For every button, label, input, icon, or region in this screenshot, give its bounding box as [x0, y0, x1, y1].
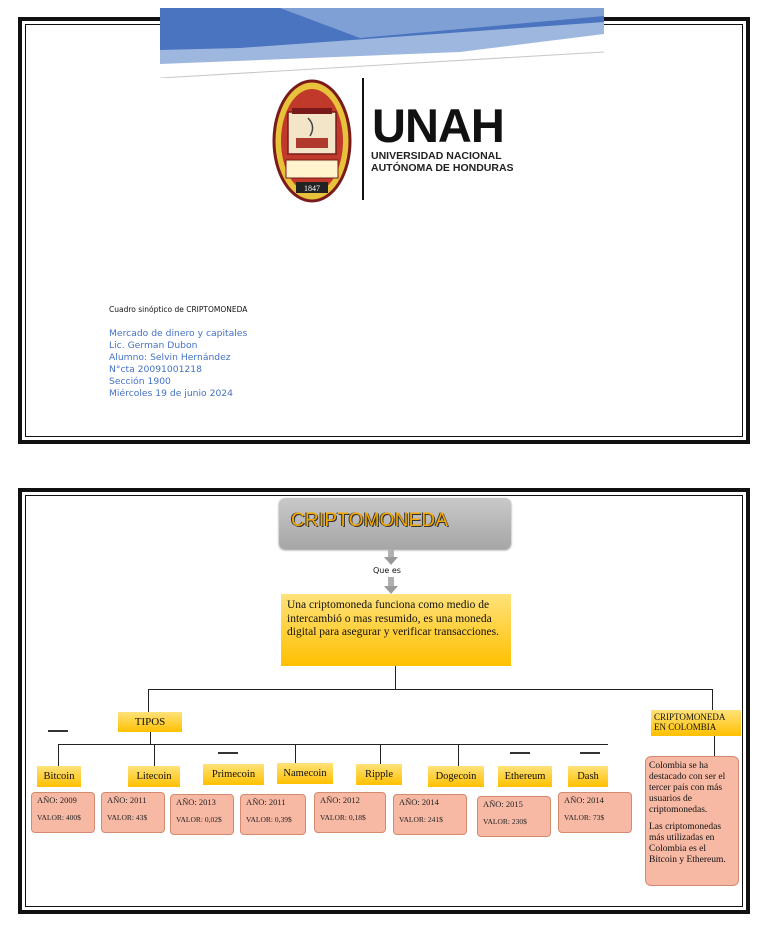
- student-line: Alumno: Selvin Hernández: [109, 352, 231, 363]
- colombia-label: CRIPTOMONEDA EN COLOMBIA: [651, 710, 741, 736]
- coin-info-ripple: AÑO: 2012 VALOR: 0,18$: [314, 792, 386, 833]
- logo-divider: [362, 78, 364, 200]
- coin-year: AÑO: 2011: [246, 797, 286, 807]
- tipos-label: TIPOS: [118, 712, 182, 732]
- coin-info-primecoin: AÑO: 2013 VALOR: 0,02$: [170, 794, 234, 835]
- colombia-text-1: Colombia se ha destacado con ser el terc…: [649, 761, 726, 815]
- coin-info-dogecoin: AÑO: 2014 VALOR: 241$: [393, 794, 467, 835]
- coin-value: VALOR: 230$: [483, 817, 527, 826]
- connector-line: [380, 744, 381, 764]
- coin-info-litecoin: AÑO: 2011 VALOR: 43$: [101, 792, 165, 833]
- coin-year: AÑO: 2014: [399, 797, 439, 807]
- connector-line: [150, 732, 151, 744]
- unah-logo-line1: UNIVERSIDAD NACIONAL: [371, 150, 502, 162]
- date-line: Miércoles 19 de junio 2024: [109, 388, 233, 399]
- tick-mark: [510, 752, 530, 754]
- document-title: Cuadro sinóptico de CRIPTOMONEDA: [109, 305, 248, 314]
- arrow-stem-1: [388, 549, 394, 557]
- coin-namecoin: Namecoin: [277, 763, 333, 784]
- arrow-down-icon: [384, 557, 398, 565]
- coin-value: VALOR: 73$: [564, 813, 605, 822]
- coin-bitcoin: Bitcoin: [37, 766, 81, 787]
- section-line: Sección 1900: [109, 376, 171, 387]
- coin-year: AÑO: 2013: [176, 797, 216, 807]
- coin-info-bitcoin: AÑO: 2009 VALOR: 400$: [31, 792, 95, 833]
- coin-year: AÑO: 2009: [37, 795, 77, 805]
- coin-dogecoin: Dogecoin: [428, 766, 484, 787]
- coin-value: VALOR: 400$: [37, 813, 81, 822]
- connector-line: [148, 689, 149, 712]
- unah-logo-line2: AUTÓNOMA DE HONDURAS: [371, 162, 514, 174]
- connector-label: Que es: [373, 566, 401, 575]
- coin-year: AÑO: 2012: [320, 795, 360, 805]
- coin-ethereum: Ethereum: [498, 766, 552, 787]
- course-line: Mercado de dinero y capitales: [109, 328, 248, 339]
- account-line: N°cta 20091001218: [109, 364, 202, 375]
- seal-icon: 1847: [272, 79, 352, 203]
- coin-value: VALOR: 0,18$: [320, 813, 366, 822]
- coin-primecoin: Primecoin: [203, 764, 264, 785]
- connector-line: [58, 744, 608, 745]
- coin-value: VALOR: 241$: [399, 815, 443, 824]
- arrow-stem-2: [388, 577, 394, 586]
- unah-seal: 1847: [272, 78, 352, 209]
- tick-mark: [218, 752, 238, 754]
- unah-logo-name: UNAH: [372, 99, 505, 152]
- connector-line: [714, 736, 715, 756]
- definition-text: Una criptomoneda funciona como medio de …: [287, 599, 500, 638]
- coin-info-namecoin: AÑO: 2011 VALOR: 0,39$: [240, 794, 306, 835]
- coin-year: AÑO: 2015: [483, 799, 523, 809]
- colombia-text-2: Las criptomonedas más utilizadas en Colo…: [649, 822, 726, 865]
- map-title-box: CRIPTOMONEDA: [279, 498, 511, 549]
- coin-value: VALOR: 0,39$: [246, 815, 292, 824]
- connector-line: [148, 689, 713, 690]
- concept-map-page: [18, 488, 750, 914]
- coin-litecoin: Litecoin: [128, 766, 180, 787]
- definition-box: Una criptomoneda funciona como medio de …: [281, 594, 511, 666]
- coin-value: VALOR: 43$: [107, 813, 148, 822]
- coin-year: AÑO: 2011: [107, 795, 147, 805]
- tick-mark: [580, 752, 600, 754]
- coin-ripple: Ripple: [356, 764, 402, 785]
- map-title: CRIPTOMONEDA: [291, 510, 449, 531]
- connector-line: [458, 744, 459, 766]
- connector-line: [395, 666, 396, 690]
- arrow-down-icon: [384, 586, 398, 594]
- coin-year: AÑO: 2014: [564, 795, 604, 805]
- professor-line: Lic. German Dubon: [109, 340, 198, 351]
- tick-mark: [48, 730, 68, 732]
- coin-value: VALOR: 0,02$: [176, 815, 222, 824]
- connector-line: [58, 744, 59, 766]
- coin-info-dash: AÑO: 2014 VALOR: 73$: [558, 792, 632, 833]
- colombia-info-box: Colombia se ha destacado con ser el terc…: [645, 756, 739, 886]
- connector-line: [154, 744, 155, 766]
- header-banner: [160, 8, 604, 78]
- coin-info-ethereum: AÑO: 2015 VALOR: 230$: [477, 796, 551, 837]
- seal-year: 1847: [304, 184, 320, 193]
- coin-dash: Dash: [568, 766, 608, 787]
- connector-line: [295, 744, 296, 764]
- cover-page: [18, 17, 750, 444]
- connector-line: [712, 689, 713, 710]
